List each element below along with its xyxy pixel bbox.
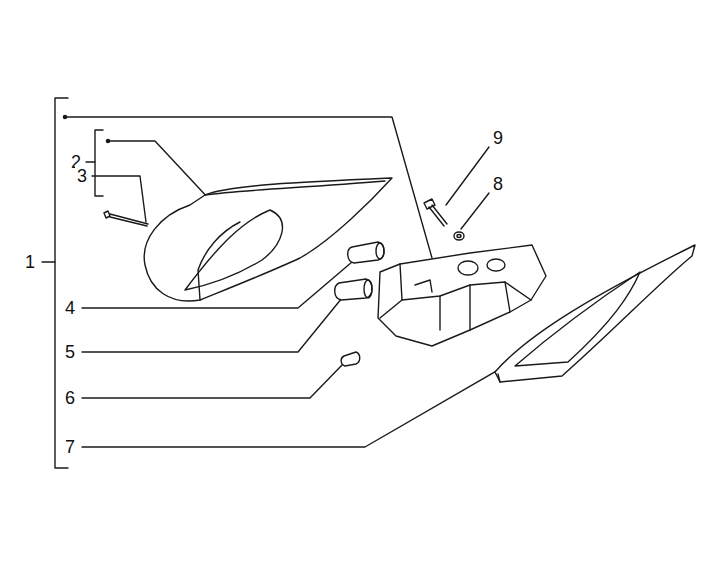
- leader-line: [92, 176, 146, 222]
- nut: [454, 232, 464, 240]
- leader-line: [82, 362, 512, 447]
- leader-line: [108, 141, 210, 200]
- bracket-tick: [86, 161, 95, 162]
- bulb: [335, 279, 372, 300]
- leader-line: [461, 193, 489, 229]
- screw: [424, 199, 447, 226]
- small-bulb: [341, 352, 360, 366]
- bracket-tick: [42, 261, 55, 262]
- bulb: [348, 242, 384, 263]
- callout-number: 6: [63, 388, 77, 408]
- callout-number: 7: [63, 437, 77, 457]
- callout-number: 4: [63, 298, 77, 318]
- callout-number: 3: [75, 166, 89, 186]
- leader-line: [446, 147, 489, 205]
- screw: [104, 211, 148, 226]
- leader-line: [82, 364, 343, 398]
- callout-number: 8: [491, 174, 505, 194]
- lamp-frame: [378, 245, 546, 346]
- bracket: [55, 98, 68, 468]
- callout-number: 5: [63, 342, 77, 362]
- callout-number: 1: [23, 252, 37, 272]
- leader-line: [82, 298, 342, 352]
- tail-cover: [144, 178, 392, 301]
- bracket: [95, 130, 103, 196]
- callout-number: 9: [491, 128, 505, 148]
- lens: [495, 245, 695, 382]
